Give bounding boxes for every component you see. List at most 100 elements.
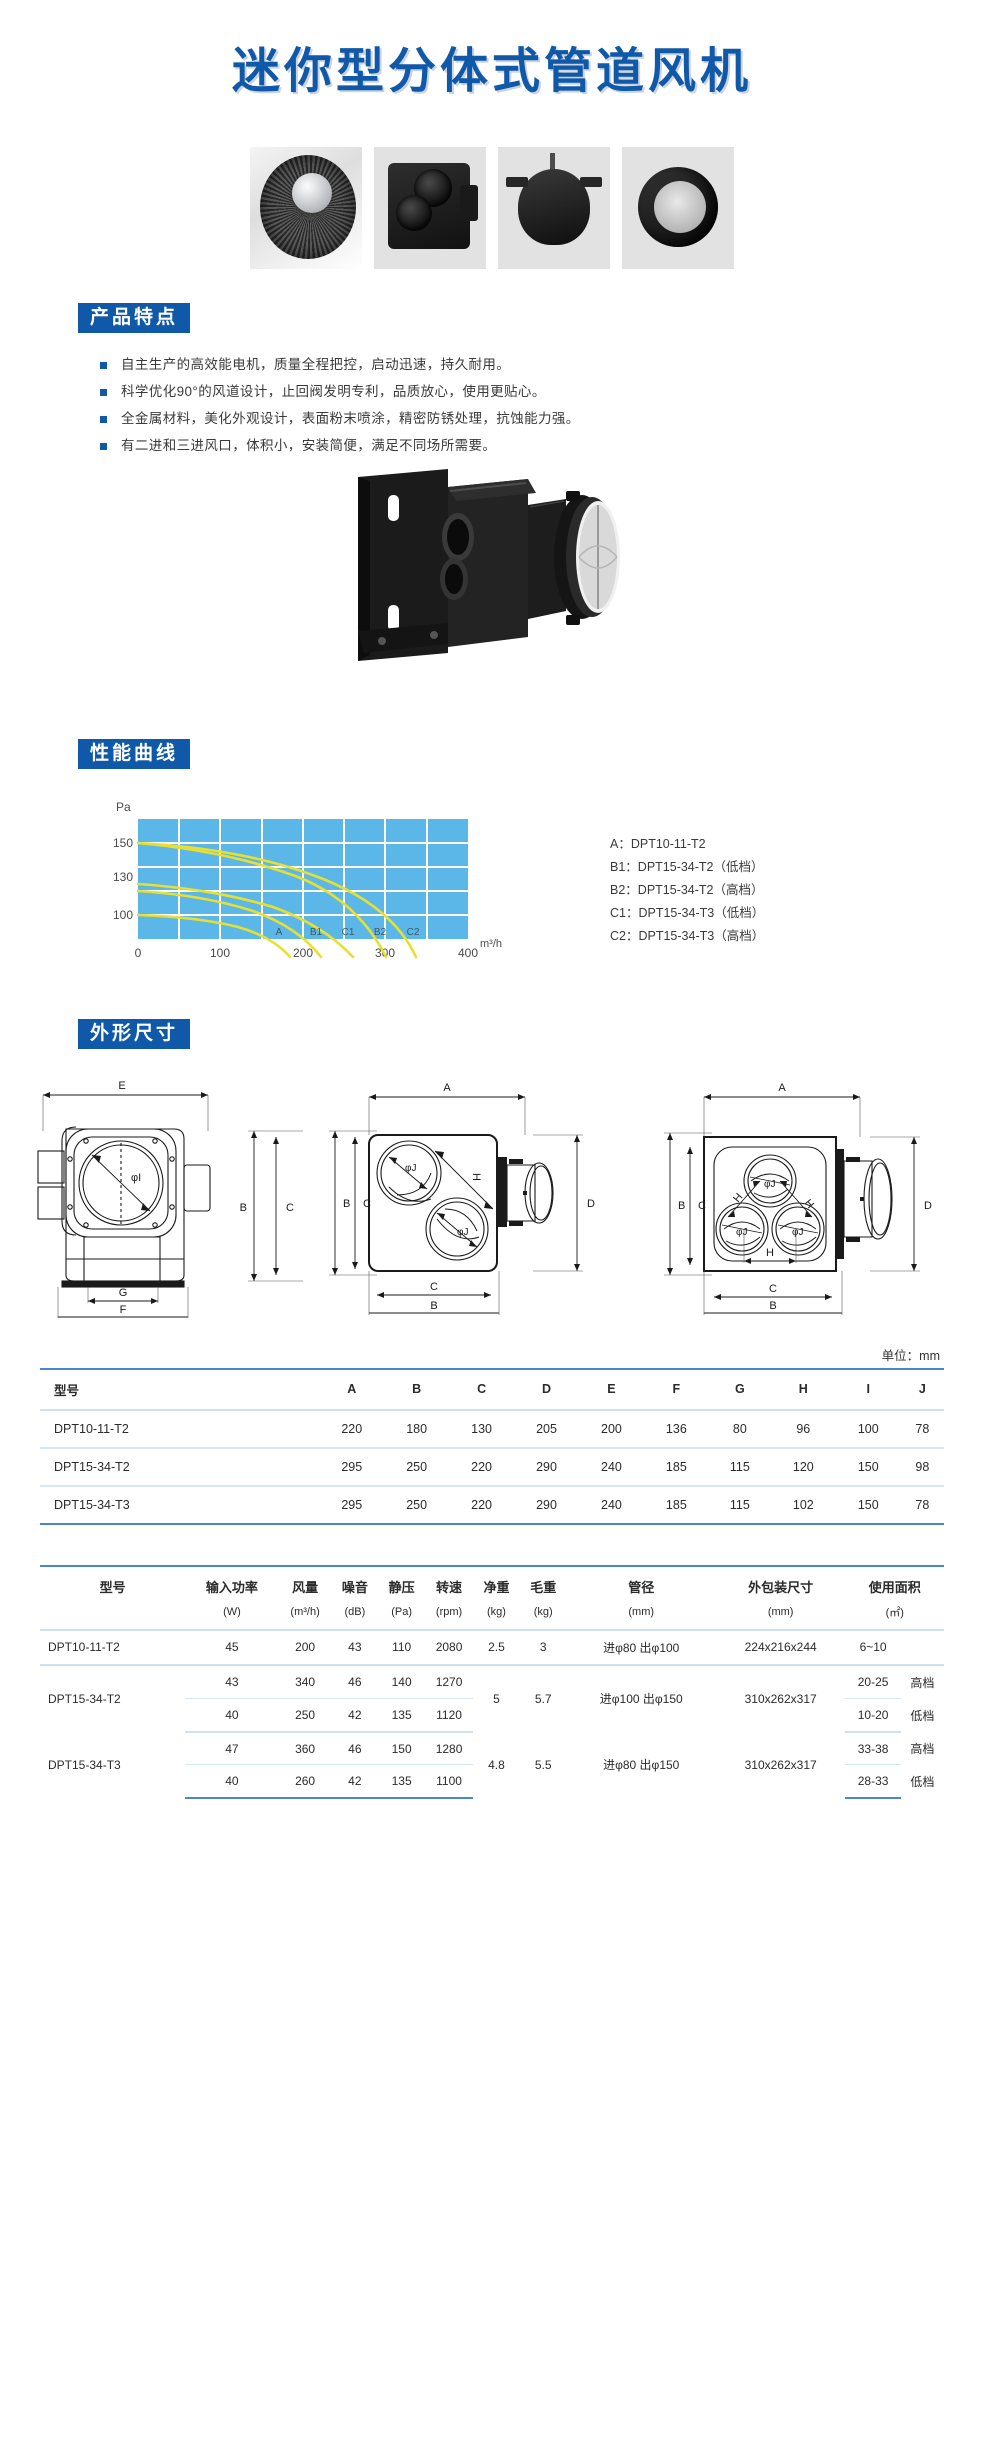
y-axis-unit: Pa [116,800,131,814]
cell-power: 40 [185,1698,279,1733]
dimension-table: 型号 A B C D E F G H I J DPT10-11-T2 220 [40,1368,944,1525]
curve-B2 [136,841,388,959]
cell: 115 [729,1497,750,1512]
col-header: 使用面积 [868,1579,921,1595]
cell: 80 [732,1421,747,1436]
hero-product-image [0,465,984,705]
svg-text:φJ: φJ [405,1163,416,1174]
svg-text:B: B [430,1300,437,1312]
cell: 185 [665,1497,687,1512]
legend-entry: A：DPT10-11-T2 [610,836,706,851]
svg-text:D: D [924,1200,932,1212]
svg-text:A: A [276,927,283,938]
cell-model: DPT15-34-T2 [54,1459,130,1474]
svg-text:C1: C1 [342,927,355,938]
damper-flap-icon [654,180,706,233]
table-row: DPT15-34-T2 295 250 220 290 240 185 115 … [40,1448,944,1486]
cell: 115 [729,1459,750,1474]
square-bullet-icon [100,361,107,369]
cell-area: 6~10 [845,1629,901,1666]
cell-grade [900,1629,944,1666]
svg-text:100: 100 [113,908,133,922]
cell: 205 [536,1421,557,1436]
title-band: 迷你型分体式管道风机 [0,0,984,125]
cell: 220 [341,1421,363,1436]
cell-model: DPT15-34-T2 [48,1691,121,1706]
cell-model: DPT15-34-T3 [54,1497,130,1512]
col-header: E [607,1382,616,1397]
cell: 96 [796,1421,811,1436]
features-list: 自主生产的高效能电机，质量全程把控，启动迅速，持久耐用。 科学优化90°的风道设… [100,351,984,459]
cell-gross-weight: 5.5 [534,1757,552,1772]
svg-text:G: G [119,1287,128,1299]
svg-text:A: A [778,1082,786,1094]
features-section: 产品特点 自主生产的高效能电机，质量全程把控，启动迅速，持久耐用。 科学优化90… [0,302,984,459]
feature-text: 科学优化90°的风道设计，止回阀发明专利，品质放心，使用更贴心。 [121,383,546,399]
col-header: 管径 [628,1579,655,1595]
cell-model: DPT10-11-T2 [54,1421,129,1436]
square-bullet-icon [100,442,107,450]
cell: 120 [792,1459,814,1474]
col-header: 静压 [388,1579,415,1595]
cell-power: 43 [185,1664,279,1700]
cell-area: 10-20 [845,1698,901,1733]
cell-net-weight: 2.5 [473,1629,520,1666]
col-header: B [412,1382,422,1397]
cell: 290 [536,1497,557,1512]
unit-cell: (kg) [473,1599,520,1631]
drawing-side-view: E φ [37,1080,303,1318]
cell-duct: 进φ100 出φ150 [599,1692,683,1707]
legend-entry: B2：DPT15-34-T2（高档） [610,883,764,898]
cell-power: 47 [185,1731,279,1766]
performance-chart: Pa [0,795,984,985]
col-header: D [541,1382,552,1397]
unit-cell: (mm) [566,1599,716,1631]
table-row: DPT15-34-T3 47 360 46 150 1280 4.8 5.5 进… [40,1731,944,1772]
curves-heading: 性能曲线 [78,738,191,769]
svg-text:130: 130 [113,870,133,884]
cell: 130 [471,1421,493,1436]
table-row: 40 250 42 135 1120 10-20 低档 [40,1698,944,1733]
cell-gross-weight: 5.7 [534,1691,552,1706]
cell-pressure: 140 [378,1664,426,1700]
cell-model: DPT10-11-T2 [40,1629,186,1666]
svg-text:B: B [343,1198,350,1210]
col-header: 转速 [436,1579,463,1595]
performance-curve-svg: Pa [113,800,502,960]
table-header-row: 型号 A B C D E F G H I J [40,1368,944,1410]
features-heading: 产品特点 [78,302,191,333]
photo-outlet-damper [622,146,734,269]
product-photo-strip [0,146,984,269]
y-tick-labels: 150 130 100 [113,836,133,922]
mount-foot-icon [506,176,528,187]
cell: 185 [665,1459,687,1474]
cell-package: 310x262x317 [744,1691,817,1706]
fan-unit-illustration [358,468,620,661]
shaft-icon [550,152,555,183]
cell-net-weight: 5 [493,1691,500,1706]
cell-grade: 高档 [910,1741,935,1756]
col-header: 型号 [54,1383,80,1398]
cell-package: 224x216x244 [715,1629,846,1666]
svg-text:φJ: φJ [764,1179,775,1190]
cell-pressure: 110 [378,1629,426,1666]
cell-noise: 43 [331,1629,379,1666]
svg-text:H: H [766,1247,774,1259]
svg-text:B2: B2 [374,927,387,938]
col-header: 外包装尺寸 [748,1579,814,1595]
list-item: 科学优化90°的风道设计，止回阀发明专利，品质放心，使用更贴心。 [100,378,984,405]
cell-noise: 46 [331,1664,379,1700]
curve-A [136,913,292,959]
svg-text:B: B [240,1202,247,1214]
unit-cell: (㎡) [845,1599,944,1631]
grid-horizontal [138,841,468,916]
col-header: I [866,1382,870,1397]
motor-icon [518,168,590,245]
cell-airflow: 260 [278,1764,332,1799]
svg-text:H: H [470,1173,482,1181]
svg-text:φJ: φJ [792,1227,803,1238]
x-tick-labels: 0 100 200 300 400 [135,946,479,960]
cell-package: 310x262x317 [744,1757,817,1772]
cell: 98 [915,1459,930,1474]
feature-text: 全金属材料，美化外观设计，表面粉末喷涂，精密防锈处理，抗蚀能力强。 [121,410,580,426]
